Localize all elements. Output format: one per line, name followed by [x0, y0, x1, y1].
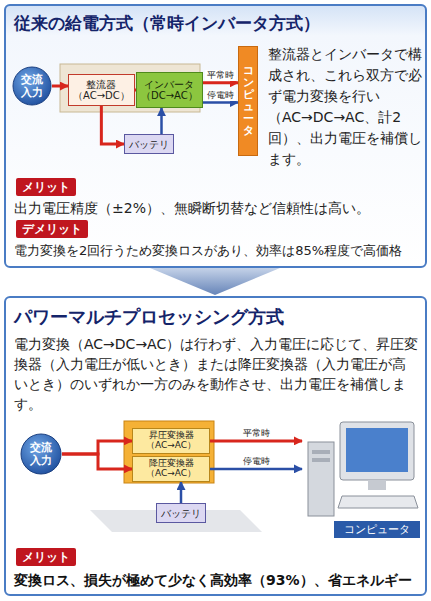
edge-label: 停電時	[205, 90, 236, 101]
box-label: バッテリ	[161, 508, 201, 519]
computer-box: コンピュータ	[238, 46, 258, 156]
box-label: コンピュータ	[243, 65, 254, 138]
keyboard	[338, 496, 418, 508]
box-label: 交流入力	[29, 441, 53, 467]
box-sublabel: （AC→AC）	[146, 441, 196, 451]
merit-text: 変換ロス、損失が極めて少なく高効率（93%）、省エネルギー	[14, 571, 419, 590]
rectifier-box: 整流器（AC→DC）	[68, 74, 135, 106]
box-label: インバータ	[144, 79, 194, 90]
demerit-badge: デメリット	[16, 220, 88, 238]
description: 整流器とインバータで構成され、これら双方で必ず電力変換を行い（AC→DC→AC、…	[268, 44, 424, 170]
backup-line	[180, 482, 183, 503]
system-panel: 従来の給電方式（常時インバータ方式） 整流器とインバータで構成され、これら双方で必…	[4, 4, 427, 268]
merit-badge: メリット	[16, 178, 76, 196]
power-line	[203, 81, 238, 84]
drive-bay	[312, 458, 330, 462]
box-label: バッテリ	[129, 139, 169, 150]
edge-label: 停電時	[241, 456, 272, 467]
system-panel: パワーマルチプロセッシング方式電力変換（AC→DC→AC）は行わず、入力電圧に応…	[4, 296, 427, 596]
backup-line	[203, 101, 238, 104]
battery-box: バッテリ	[124, 134, 174, 154]
computer-box: コンピュータ	[302, 416, 422, 540]
demerit-text: 電力変換を2回行うため変換ロスがあり、効率は85%程度で高価格	[14, 242, 424, 260]
ac-input-circle: 交流入力	[12, 66, 52, 106]
box-label: 交流入力	[20, 73, 44, 99]
description: 電力変換（AC→DC→AC）は行わず、入力電圧に応じて、昇圧変換器（入力電圧が低…	[14, 334, 419, 414]
converter-housing	[124, 421, 214, 483]
buck-converter-box: 降圧変換器（AC→AC）	[132, 456, 210, 482]
monitor	[340, 422, 414, 480]
box-sublabel: （AC→DC）	[73, 90, 130, 101]
power-line	[52, 85, 68, 88]
box-label: メリット	[22, 549, 70, 565]
panel-ground	[4, 4, 427, 268]
power-line	[62, 441, 132, 454]
circle-shape	[13, 67, 51, 105]
battery-box: バッテリ	[156, 503, 206, 523]
panel-ground	[4, 296, 427, 596]
tower	[308, 442, 334, 516]
edge-label: 平常時	[205, 70, 236, 81]
box-sublabel: （AC→AC）	[146, 469, 196, 479]
inverter-box: インバータ（DC→AC）	[136, 72, 203, 108]
box-label: 降圧変換器	[149, 459, 194, 469]
panel-title: 従来の給電方式（常時インバータ方式）	[14, 12, 419, 34]
monitor-stand	[368, 480, 386, 490]
power-line	[101, 106, 124, 144]
down-arrow	[150, 268, 280, 295]
power-line	[62, 454, 132, 469]
backup-line	[210, 468, 302, 471]
circle-shape	[21, 434, 61, 474]
box-label: デメリット	[22, 221, 82, 237]
box-label: メリット	[22, 179, 70, 195]
edge-label: 平常時	[241, 428, 272, 439]
power-line	[210, 439, 302, 442]
merit-text: 出力電圧精度（±2%）、無瞬断切替など信頼性は高い。	[14, 199, 419, 218]
box-label: コンピュータ	[334, 521, 420, 538]
backup-line	[160, 108, 163, 134]
box-label: 昇圧変換器	[149, 431, 194, 441]
ac-input-circle: 交流入力	[20, 433, 62, 475]
merit-badge: メリット	[16, 548, 76, 566]
box-sublabel: （DC→AC）	[141, 90, 198, 101]
drive-bay	[312, 450, 330, 454]
panel-title: パワーマルチプロセッシング方式	[14, 306, 419, 328]
screen	[346, 428, 408, 472]
box-label: 整流器	[86, 79, 116, 90]
boost-converter-box: 昇圧変換器（AC→AC）	[132, 428, 210, 454]
